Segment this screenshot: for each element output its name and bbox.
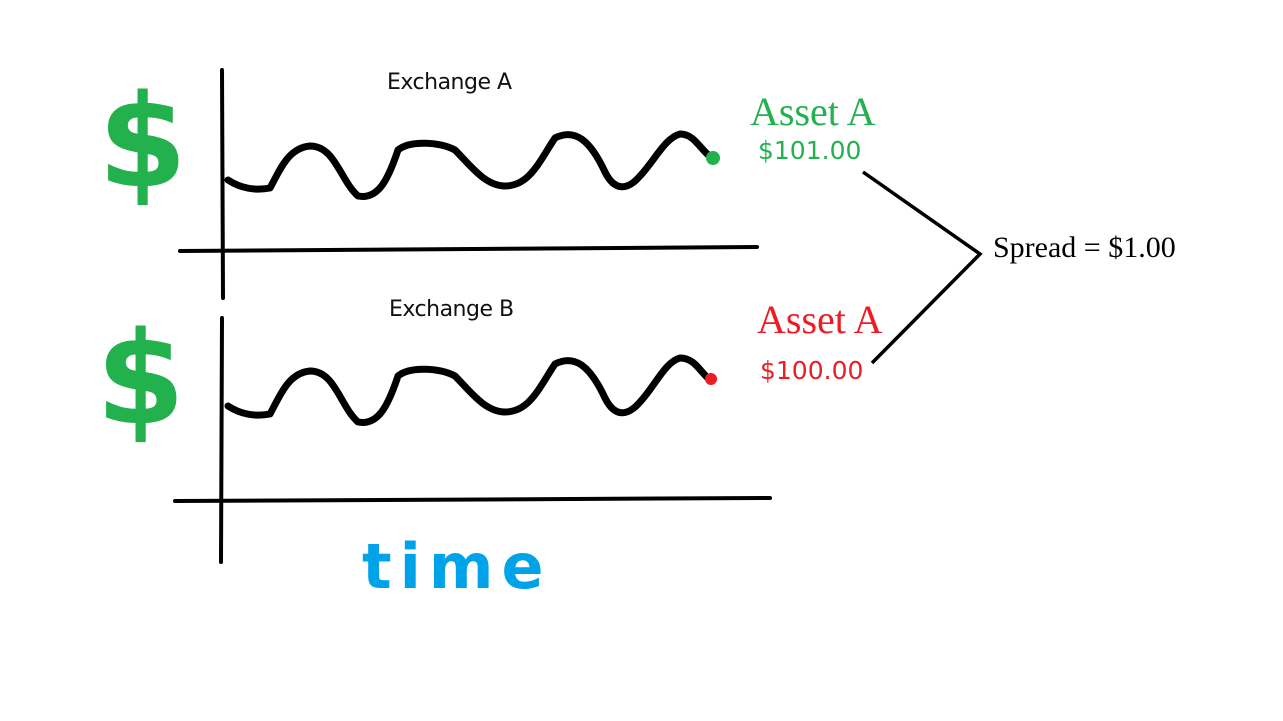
bottom-x-axis xyxy=(173,496,772,503)
top-y-axis xyxy=(220,68,225,300)
bottom-price-line xyxy=(224,354,714,426)
spread-bracket xyxy=(861,170,983,365)
bottom-y-axis xyxy=(219,316,224,564)
exchange-a-label: Exchange A xyxy=(387,70,512,95)
top-asset-label: Asset A xyxy=(750,89,876,134)
exchange-b-label: Exchange B xyxy=(389,297,514,322)
spread-label: Spread = $1.00 xyxy=(993,231,1176,264)
bottom-dollar-sign: $ xyxy=(96,305,186,454)
top-price-marker xyxy=(706,151,720,165)
top-dollar-sign: $ xyxy=(98,68,188,217)
top-x-axis xyxy=(178,245,759,253)
bottom-asset-label: Asset A xyxy=(757,297,883,342)
time-axis-label: time xyxy=(362,530,552,603)
bottom-price-value: $100.00 xyxy=(760,356,864,385)
top-price-value: $101.00 xyxy=(758,136,862,165)
bottom-price-marker xyxy=(705,373,717,385)
top-price-line xyxy=(224,130,716,200)
